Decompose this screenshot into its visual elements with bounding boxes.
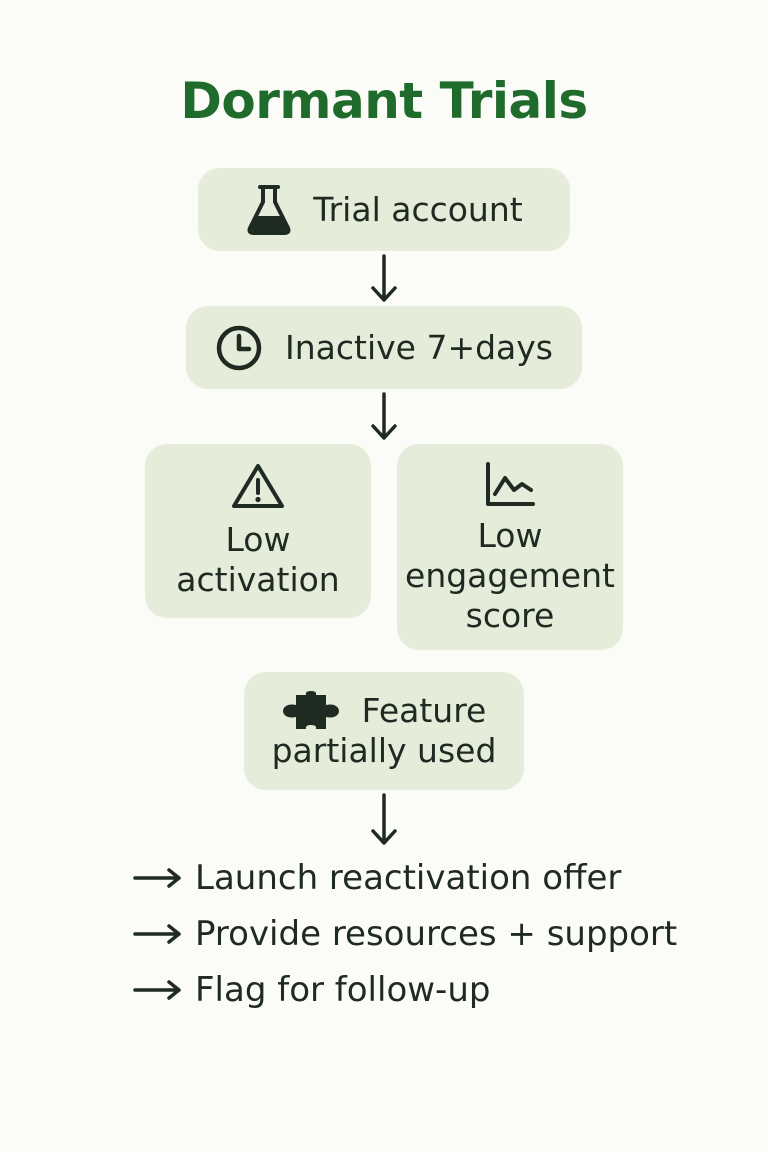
action-label: Launch reactivation offer <box>195 858 622 898</box>
action-label: Provide resources + support <box>195 914 678 954</box>
node-low-engagement: Low engagement score <box>397 444 623 650</box>
warning-icon <box>231 462 285 510</box>
right-arrow-icon <box>133 867 183 889</box>
puzzle-icon <box>282 691 340 731</box>
action-item: Provide resources + support <box>133 906 733 962</box>
node-feature-line1: Feature <box>361 691 487 730</box>
node-low-activation-line2: activation <box>176 560 340 599</box>
right-arrow-icon <box>133 979 183 1001</box>
right-arrow-icon <box>133 923 183 945</box>
flow-arrow <box>371 392 397 440</box>
node-feature-partially-used: Feature partially used <box>244 672 524 790</box>
node-inactive: Inactive 7+days <box>186 306 582 389</box>
clock-icon <box>215 324 263 372</box>
node-low-activation-line1: Low <box>225 520 291 559</box>
diagram-title: Dormant Trials <box>180 72 588 130</box>
flow-arrow <box>371 254 397 302</box>
node-inactive-label: Inactive 7+days <box>285 327 553 367</box>
line-chart-icon <box>484 460 536 508</box>
node-trial-account-label: Trial account <box>313 189 523 229</box>
node-low-engagement-line3: score <box>465 596 555 635</box>
flow-arrow <box>371 793 397 845</box>
action-item: Launch reactivation offer <box>133 850 733 906</box>
action-item: Flag for follow-up <box>133 962 733 1018</box>
node-low-engagement-line2: engagement <box>405 556 615 595</box>
action-list: Launch reactivation offer Provide resour… <box>133 850 733 1018</box>
flask-icon <box>245 184 293 236</box>
node-low-activation: Low activation <box>145 444 371 618</box>
action-label: Flag for follow-up <box>195 970 491 1010</box>
node-low-engagement-line1: Low <box>477 516 543 555</box>
node-trial-account: Trial account <box>198 168 570 251</box>
node-feature-line2: partially used <box>271 731 497 770</box>
